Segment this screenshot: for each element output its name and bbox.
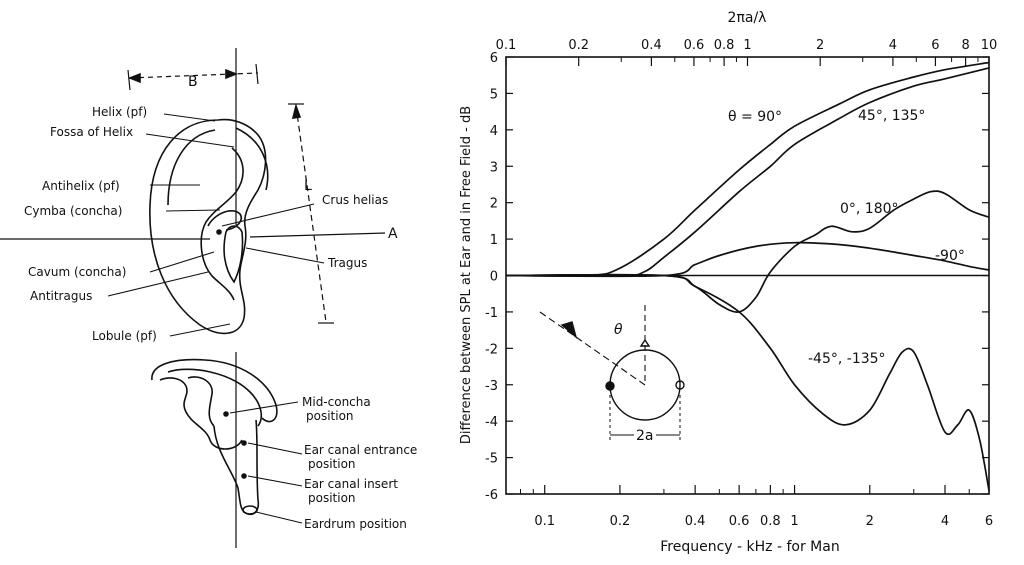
top-tick-label: 0.1 (496, 38, 517, 53)
y-tick-label: 4 (490, 124, 498, 139)
mid-concha-label: Mid-concha (302, 395, 371, 409)
tragus-shape (223, 225, 244, 284)
series-line-4 (505, 273, 990, 491)
y-tick-label: -6 (485, 488, 498, 503)
entrance-label: Ear canal entrance (304, 443, 417, 457)
top-tick-label: 6 (931, 38, 939, 53)
axis-a-label: A (388, 226, 398, 242)
inset-diameter: 2a (636, 428, 654, 444)
x-tick-label: 2 (866, 514, 874, 529)
y-tick-label: -3 (485, 379, 498, 394)
cymba-label: Cymba (concha) (24, 204, 122, 218)
top-tick-label: 0.8 (714, 38, 735, 53)
y-tick-label: 5 (490, 87, 498, 102)
y-axis-label: Difference between SPL at Ear and in Fre… (459, 106, 474, 444)
x-tick-label: 0.6 (729, 514, 750, 529)
x-tick-label: 0.8 (760, 514, 781, 529)
y-tick-label: 1 (490, 233, 498, 248)
x-tick-label: 1 (790, 514, 798, 529)
dimension-l-line (295, 105, 327, 323)
top-tick-label: 10 (981, 38, 998, 53)
x-tick-label: 0.1 (534, 514, 555, 529)
series-line-2 (505, 190, 990, 313)
dimension-l-label: L (304, 178, 312, 194)
axis-a-line (249, 232, 386, 238)
antihelix-label: Antihelix (pf) (42, 179, 120, 193)
series-line-0 (505, 61, 990, 277)
series-label-90: θ = 90° (728, 109, 782, 125)
concha (207, 210, 242, 231)
helix-fold (167, 129, 216, 206)
y-tick-label: 0 (490, 270, 498, 285)
insert-label-2: position (308, 491, 356, 505)
series-group (505, 61, 990, 491)
y-tick-label: -2 (485, 342, 498, 357)
x-axis-label: Frequency - kHz - for Man (660, 539, 839, 555)
y-tick-label: -1 (485, 306, 498, 321)
antihelix (200, 147, 244, 301)
top-axis-label: 2πa/λ (728, 10, 767, 26)
mid-concha-label-2: position (306, 409, 354, 423)
top-tick-label: 1 (743, 38, 751, 53)
eardrum-label: Eardrum position (304, 517, 407, 531)
tragus-label: Tragus (327, 256, 367, 270)
entrance-label-2: position (308, 457, 356, 471)
series-label-minus45: -45°, -135° (808, 351, 886, 367)
y-tick-label: 2 (490, 197, 498, 212)
top-tick-label: 0.4 (641, 38, 662, 53)
antitragus-label: Antitragus (30, 289, 92, 303)
x-tick-label: 0.4 (685, 514, 706, 529)
helix-label: Helix (pf) (92, 105, 147, 119)
dimension-b-line (129, 72, 259, 79)
top-tick-label: 0.2 (568, 38, 589, 53)
ear-text: B L A Helix (pf) Fossa of Helix Antiheli… (24, 74, 417, 531)
series-label-minus90: -90° (935, 248, 965, 264)
top-tick-label: 8 (961, 38, 969, 53)
cavum-label: Cavum (concha) (28, 265, 126, 279)
series-line-1 (505, 67, 990, 277)
y-tick-label: 6 (490, 51, 498, 66)
insert-label: Ear canal insert (304, 477, 398, 491)
y-tick-label: 3 (490, 160, 498, 175)
series-label-0-180: 0°, 180° (840, 201, 899, 217)
x-tick-label: 4 (941, 514, 949, 529)
series-label-45-135: 45°, 135° (858, 108, 925, 124)
ear-section-outer (151, 358, 278, 423)
inset-theta: θ (614, 322, 623, 338)
top-tick-label: 2 (816, 38, 824, 53)
top-tick-label: 0.6 (684, 38, 705, 53)
series-line-3 (505, 241, 990, 278)
y-tick-label: -5 (485, 452, 498, 467)
ear-diagram (0, 48, 386, 548)
ear-outer-contour (149, 118, 267, 335)
crus-label: Crus helias (322, 193, 388, 207)
top-tick-label: 4 (889, 38, 897, 53)
lobule-label: Lobule (pf) (92, 329, 157, 343)
x-tick-label: 6 (985, 514, 993, 529)
dimension-b-label: B (188, 74, 198, 90)
x-tick-label: 0.2 (610, 514, 631, 529)
y-tick-label: -4 (485, 415, 498, 430)
inset-diagram (539, 305, 685, 440)
fossa-label: Fossa of Helix (50, 125, 133, 139)
